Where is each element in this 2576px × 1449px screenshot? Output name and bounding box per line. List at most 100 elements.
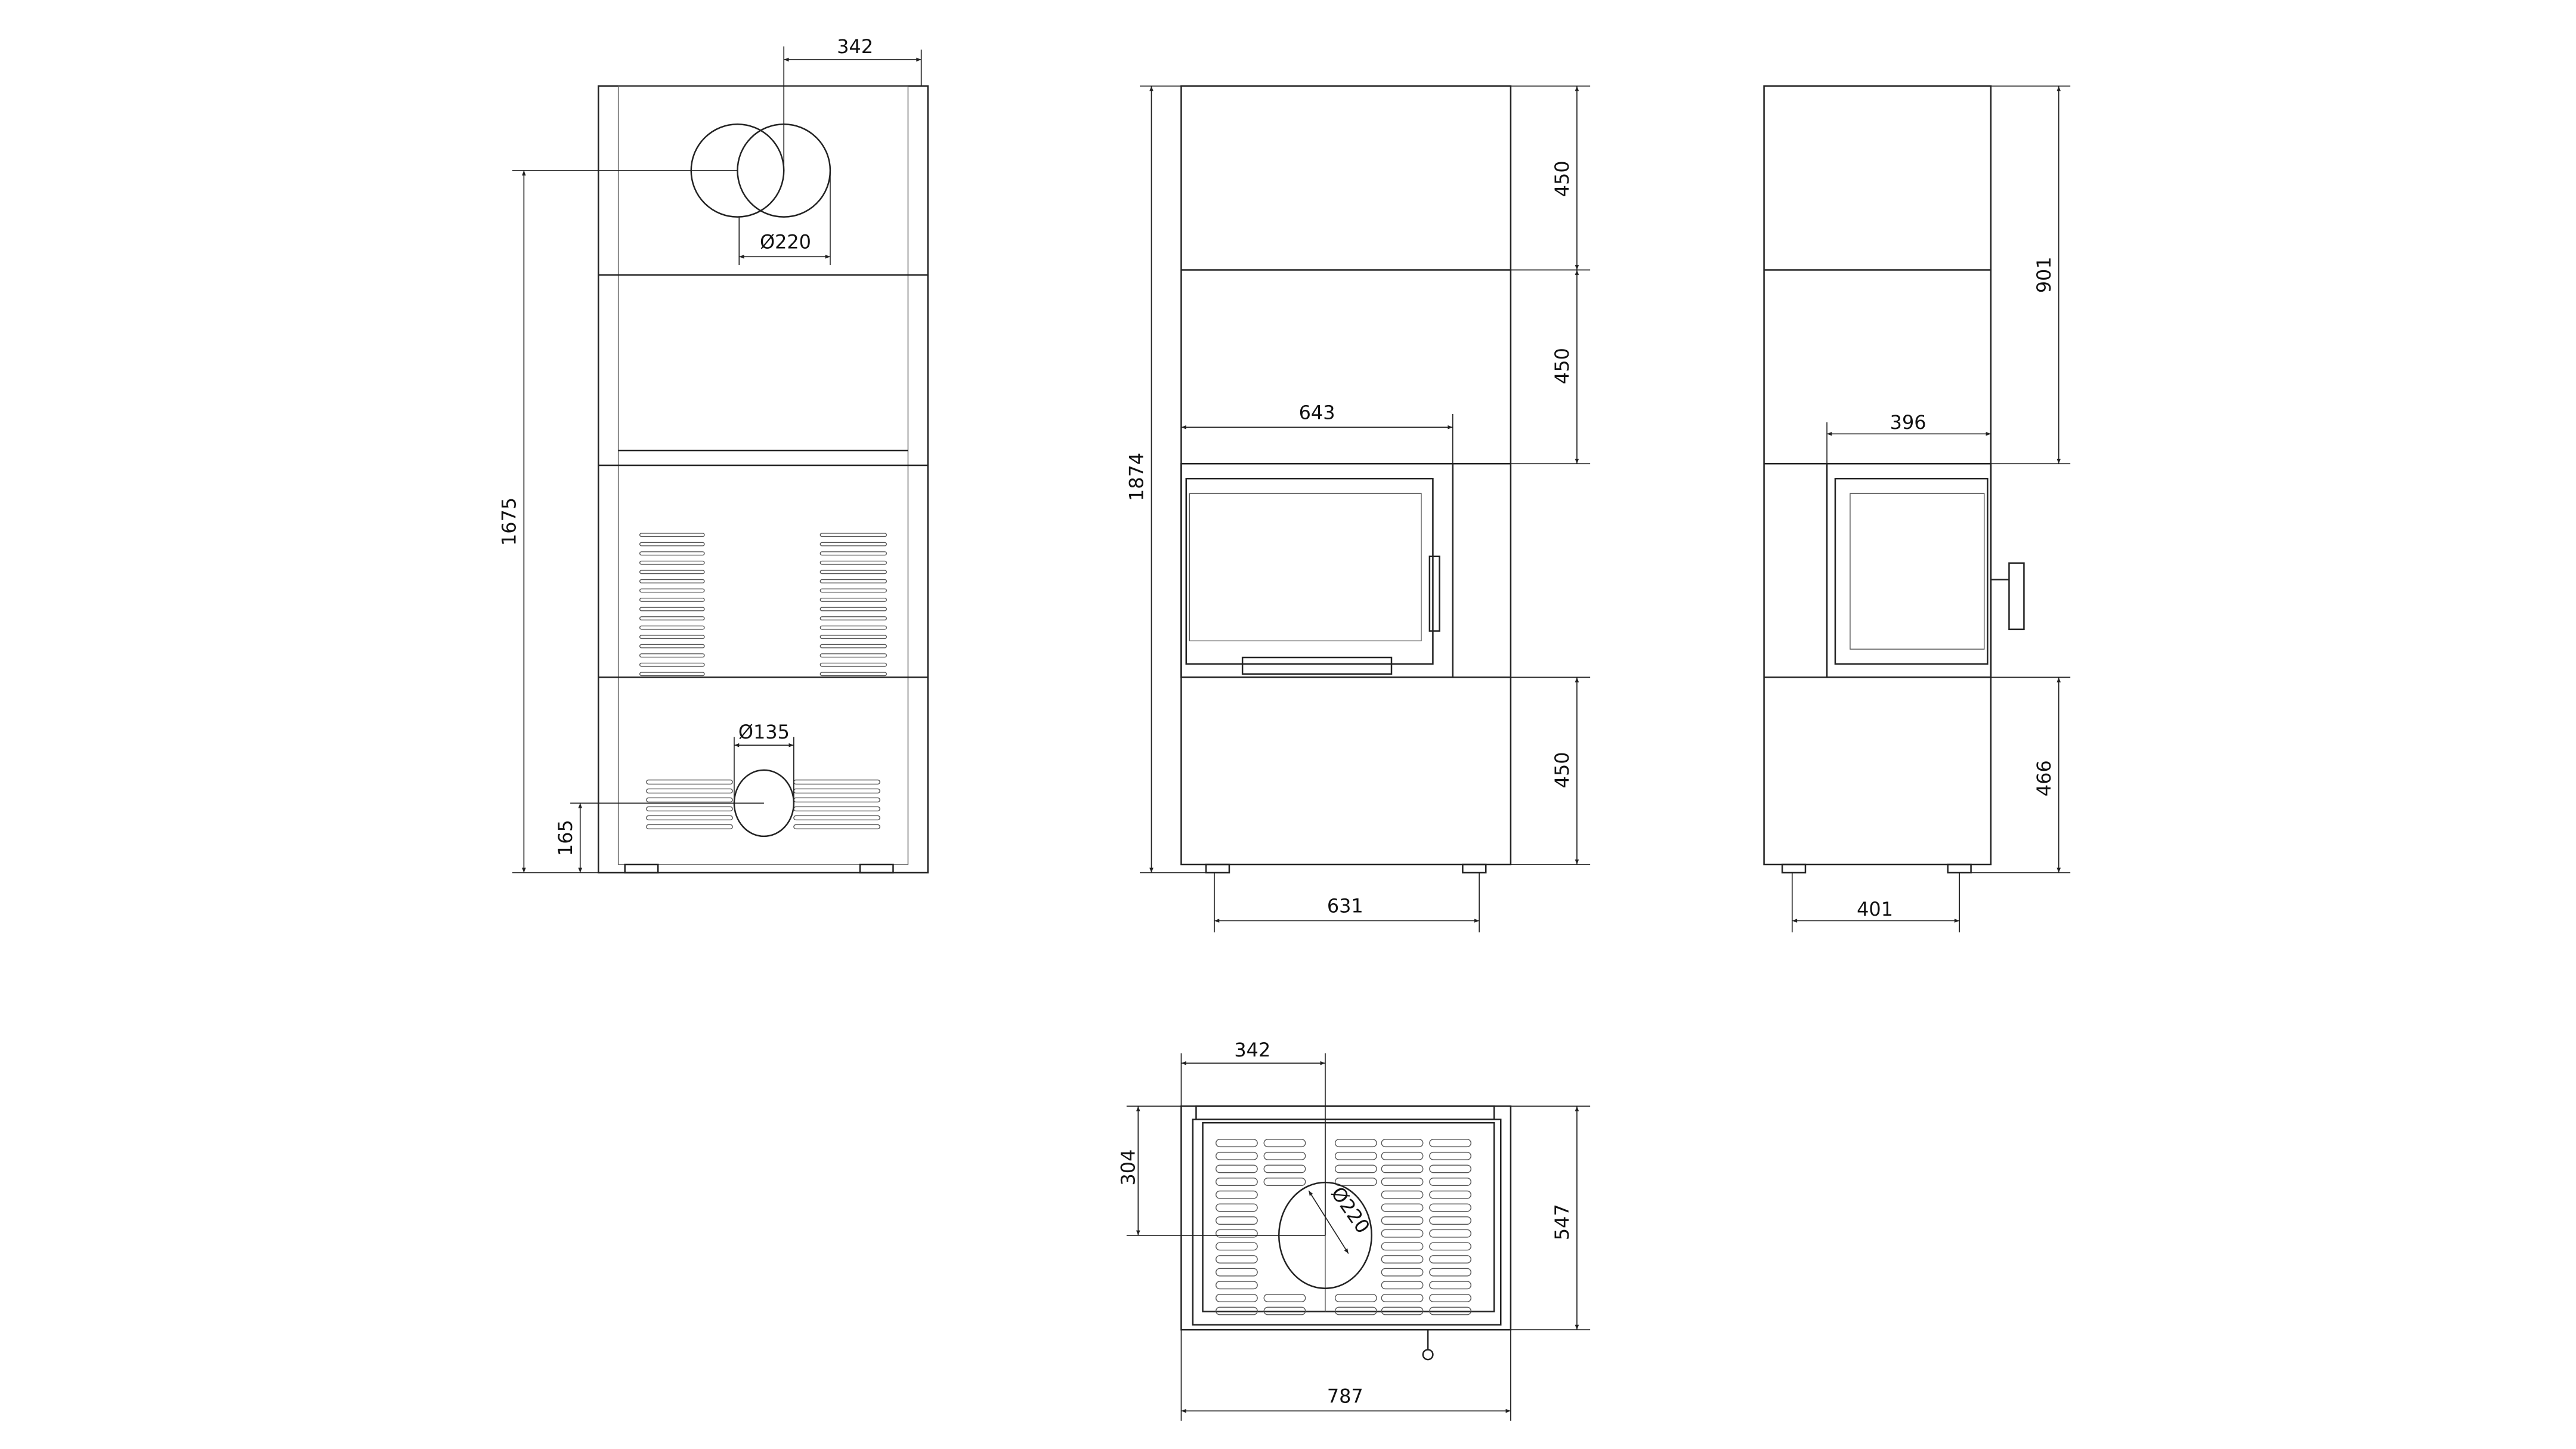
vent-slot bbox=[820, 597, 887, 602]
vent-slot bbox=[820, 672, 887, 676]
side-glass bbox=[1850, 493, 1985, 650]
vent-slot bbox=[820, 533, 887, 537]
vent-slot bbox=[1216, 1294, 1258, 1302]
vent-slot bbox=[1263, 1178, 1306, 1187]
top-vents bbox=[1216, 1139, 1471, 1315]
vent-slot bbox=[1216, 1306, 1258, 1315]
vent-slot bbox=[1429, 1229, 1471, 1238]
dim-front-450-bottom: 450 bbox=[1551, 752, 1573, 788]
vent-slot bbox=[1429, 1268, 1471, 1277]
dim-rear-342: 342 bbox=[837, 35, 873, 58]
vent-slot bbox=[820, 662, 887, 667]
vent-slot bbox=[820, 625, 887, 630]
vent-slot bbox=[639, 560, 705, 565]
rear-view: 342 1675 Ø220 Ø135 165 bbox=[497, 35, 929, 874]
vent-slot bbox=[820, 570, 887, 574]
vent-slot bbox=[639, 579, 705, 583]
vent-slot bbox=[1429, 1281, 1471, 1290]
vent-slot bbox=[1381, 1190, 1424, 1199]
dim-side-396: 396 bbox=[1890, 411, 1926, 434]
dim-top-547: 547 bbox=[1551, 1204, 1573, 1240]
vent-slot bbox=[1381, 1268, 1424, 1277]
vent-slot bbox=[639, 672, 705, 676]
vent-slot bbox=[820, 653, 887, 658]
vent-slot bbox=[1381, 1216, 1424, 1225]
vent-slot bbox=[639, 551, 705, 556]
dim-top-304: 304 bbox=[1117, 1150, 1140, 1186]
dim-front-1874: 1874 bbox=[1125, 453, 1148, 501]
vent-slot bbox=[1429, 1216, 1471, 1225]
vent-slot bbox=[639, 570, 705, 574]
vent-slot bbox=[639, 588, 705, 593]
top-view: 342 304 547 787 Ø220 bbox=[1117, 1039, 1591, 1421]
vent-slot bbox=[1429, 1255, 1471, 1263]
vent-slot bbox=[1263, 1139, 1306, 1148]
dim-rear-165: 165 bbox=[554, 820, 577, 856]
vent-slot bbox=[1216, 1281, 1258, 1290]
vent-slot bbox=[1334, 1306, 1377, 1315]
dim-top-787: 787 bbox=[1327, 1385, 1363, 1407]
vent-slot bbox=[793, 788, 880, 794]
vent-slot bbox=[820, 579, 887, 583]
vent-slot bbox=[1334, 1151, 1377, 1160]
dim-top-342: 342 bbox=[1234, 1039, 1270, 1061]
vent-slot bbox=[820, 635, 887, 639]
dim-front-450-middle: 450 bbox=[1551, 348, 1573, 384]
vent-slot bbox=[1381, 1139, 1424, 1148]
vent-slot bbox=[639, 635, 705, 639]
vent-slot bbox=[820, 551, 887, 556]
vent-slot bbox=[639, 607, 705, 611]
dim-side-466: 466 bbox=[2033, 760, 2055, 796]
vent-slot bbox=[1216, 1255, 1258, 1263]
vent-slot bbox=[1216, 1242, 1258, 1251]
vent-slot bbox=[1216, 1216, 1258, 1225]
vent-slot bbox=[639, 616, 705, 621]
vent-slot bbox=[1429, 1306, 1471, 1315]
vent-slot bbox=[1429, 1203, 1471, 1212]
front-view: 1874 643 450 450 450 631 bbox=[1125, 85, 1591, 932]
vent-slot bbox=[820, 644, 887, 648]
dim-front-631: 631 bbox=[1327, 895, 1363, 917]
vent-slot bbox=[1216, 1151, 1258, 1160]
vent-slot bbox=[1263, 1306, 1306, 1315]
vent-slot bbox=[793, 806, 880, 812]
dim-rear-inlet-diameter: Ø135 bbox=[738, 721, 790, 743]
vent-slot bbox=[1381, 1281, 1424, 1290]
dim-side-901: 901 bbox=[2033, 257, 2055, 293]
vent-slot bbox=[1381, 1255, 1424, 1263]
dim-front-450-top: 450 bbox=[1551, 160, 1573, 197]
vent-slot bbox=[1381, 1242, 1424, 1251]
vent-slot bbox=[1263, 1294, 1306, 1302]
vent-slot bbox=[1216, 1268, 1258, 1277]
vent-slot bbox=[1381, 1306, 1424, 1315]
vent-slot bbox=[1429, 1178, 1471, 1187]
vent-slot bbox=[1334, 1164, 1377, 1173]
firebox-door bbox=[1180, 463, 1454, 678]
vent-slot bbox=[793, 779, 880, 785]
door-handle bbox=[1428, 555, 1440, 632]
vent-slot bbox=[639, 625, 705, 630]
vent-slot bbox=[1381, 1164, 1424, 1173]
vent-slot bbox=[639, 542, 705, 546]
vent-slot bbox=[1334, 1178, 1377, 1187]
vent-slot bbox=[639, 653, 705, 658]
vent-slot bbox=[1381, 1151, 1424, 1160]
vent-slot bbox=[1216, 1139, 1258, 1148]
vent-slot bbox=[1216, 1178, 1258, 1187]
vent-slot bbox=[820, 607, 887, 611]
vent-slot bbox=[1381, 1229, 1424, 1238]
vent-slot bbox=[646, 779, 733, 785]
vent-slot bbox=[820, 542, 887, 546]
vent-slot bbox=[1216, 1229, 1258, 1238]
dim-rear-1675: 1675 bbox=[497, 498, 520, 546]
vent-slot bbox=[793, 824, 880, 830]
vent-slot bbox=[793, 797, 880, 803]
side-handle bbox=[2008, 562, 2025, 631]
vent-slot bbox=[646, 815, 733, 821]
vent-slot bbox=[646, 824, 733, 830]
vent-slot bbox=[820, 588, 887, 593]
vent-slot bbox=[1216, 1203, 1258, 1212]
side-view: 396 901 466 401 bbox=[1763, 85, 2071, 932]
vent-slot bbox=[1381, 1294, 1424, 1302]
